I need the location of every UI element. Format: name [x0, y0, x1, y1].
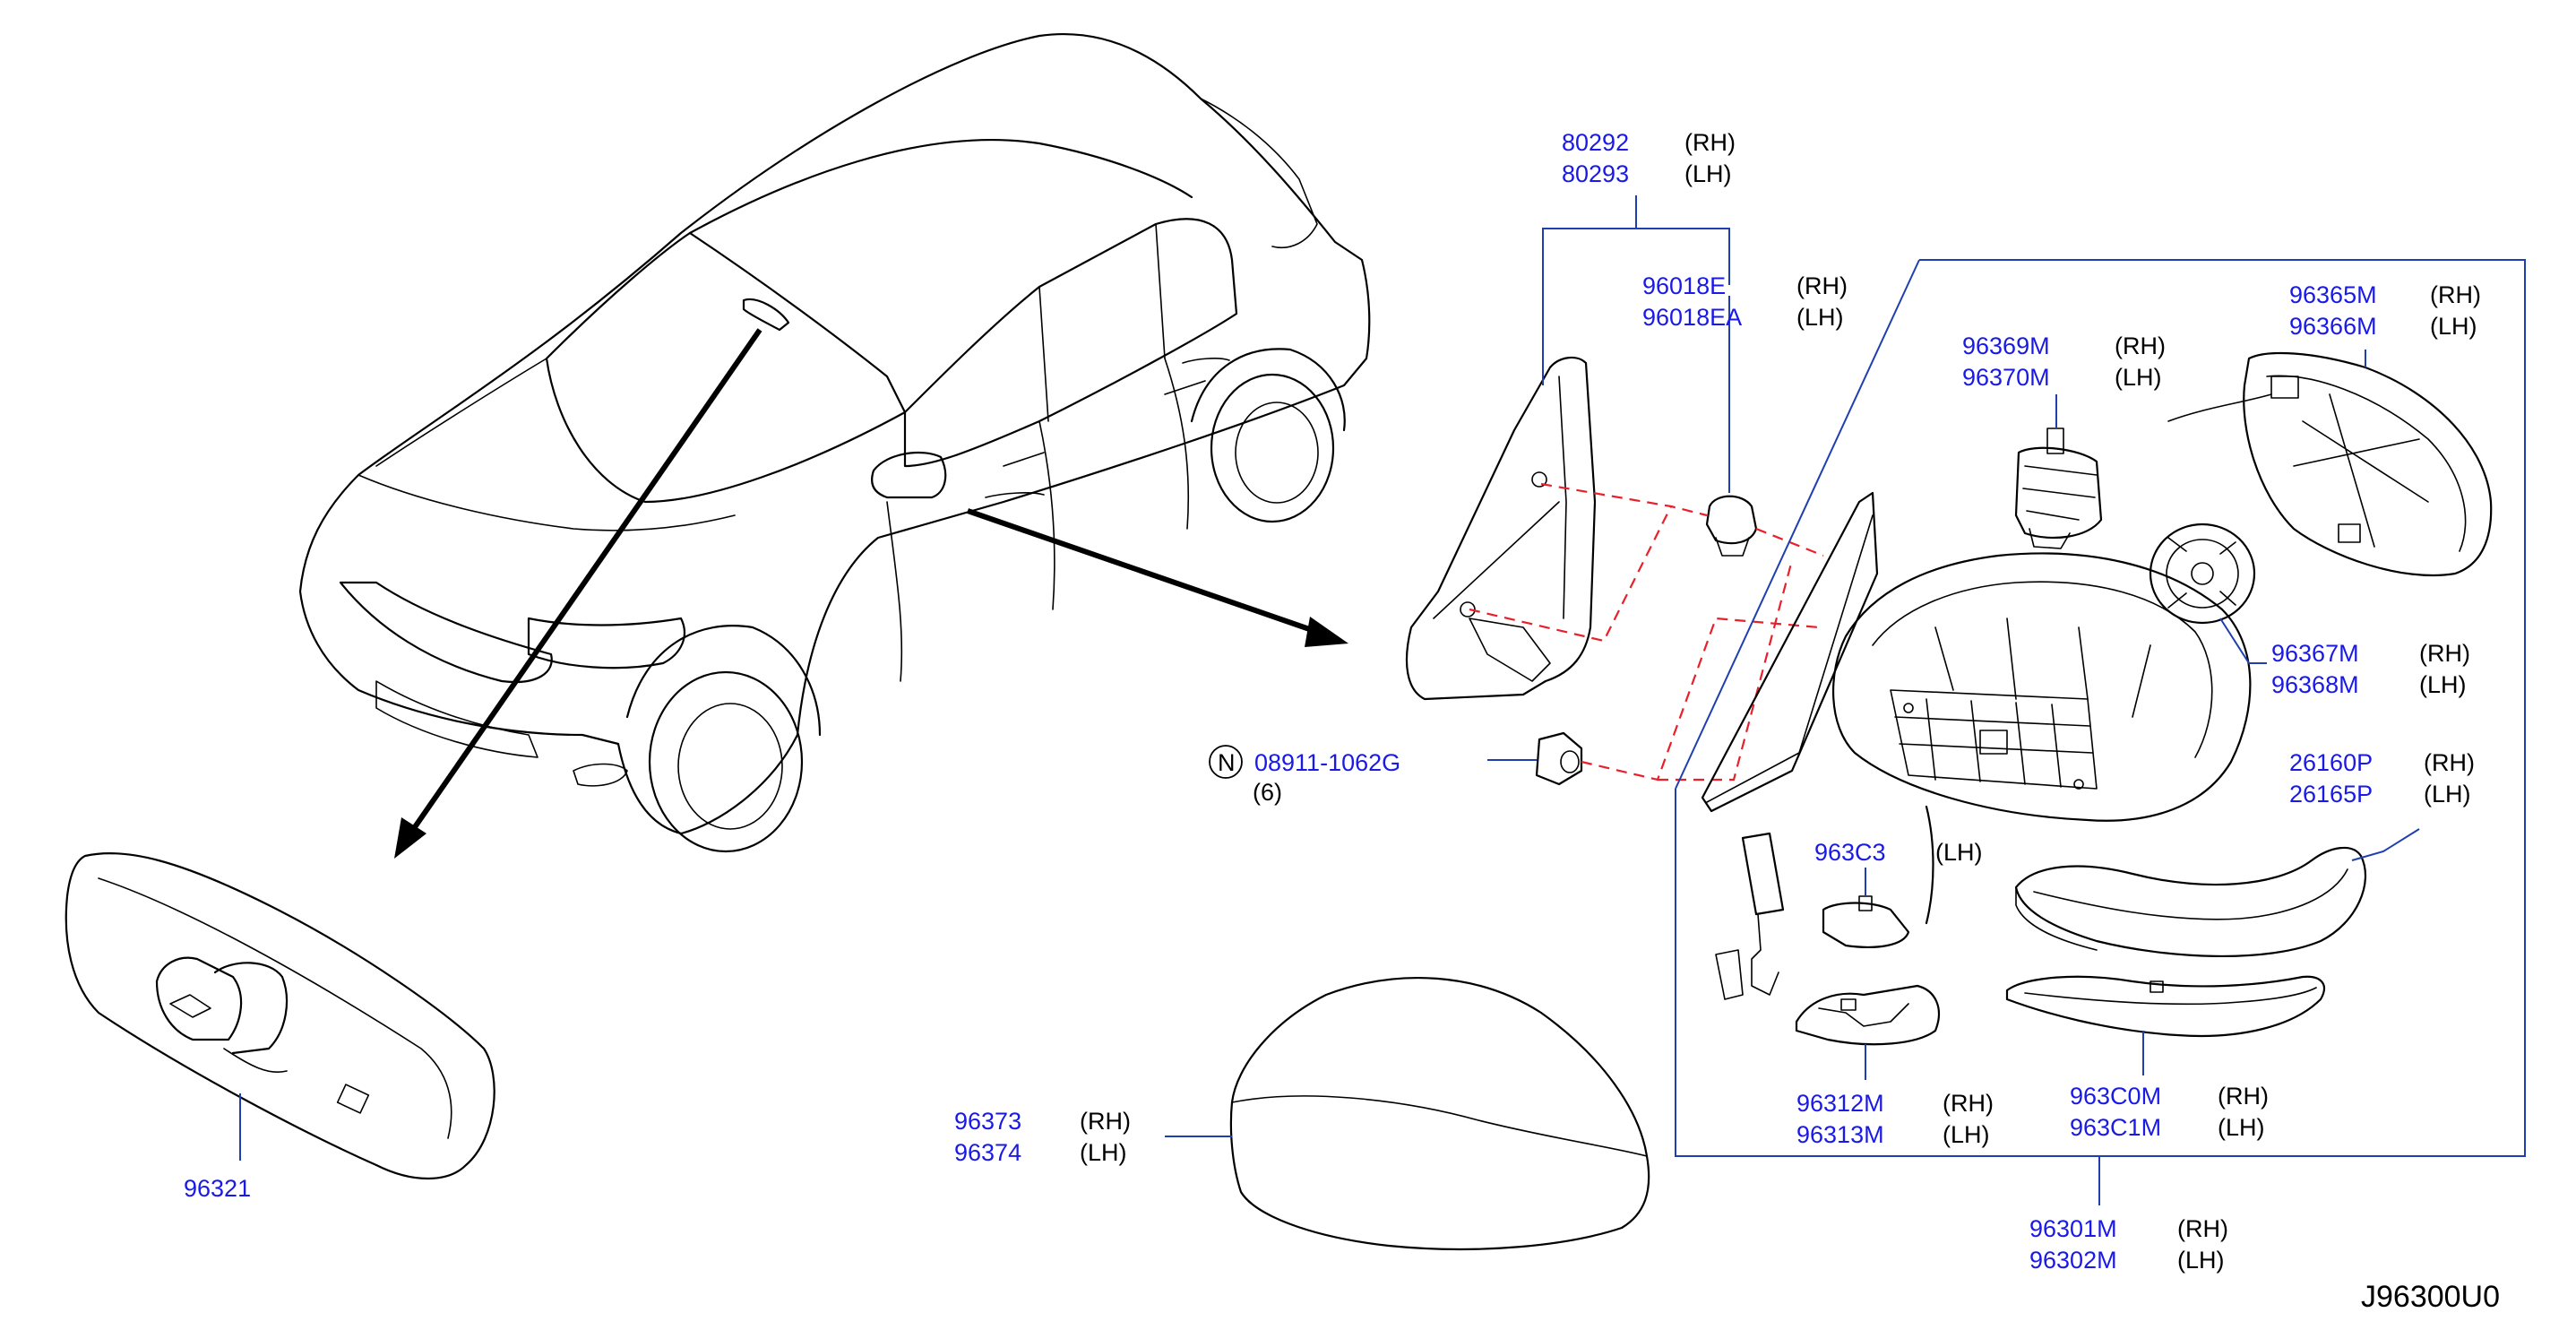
motor-lh-part-number: 96370M: [1962, 364, 2050, 391]
grommet-rh-part-number: 96018E: [1642, 272, 1726, 299]
motor-illustration: [2014, 394, 2103, 549]
actuator-lh-tag: (LH): [2419, 671, 2467, 698]
mirror-cover-illustration: [1165, 976, 1650, 1250]
lower-garnish-illustration: [2005, 975, 2325, 1075]
motor-lh-tag: (LH): [2115, 364, 2162, 391]
under-cover-lh-tag: (LH): [1943, 1121, 1990, 1148]
nut-symbol: N: [1218, 749, 1236, 776]
under-cover-rh-part-number: 96312M: [1796, 1090, 1884, 1117]
glass-lh-part-number: 96366M: [2289, 313, 2377, 340]
vehicle-illustration: [298, 32, 1371, 853]
motor-rh-tag: (RH): [2115, 332, 2166, 359]
cover-lh-tag: (LH): [1080, 1139, 1127, 1166]
under-cover-illustration: [1795, 984, 1940, 1080]
motor-rh-part-number: 96369M: [1962, 332, 2050, 359]
actuator-rh-tag: (RH): [2419, 640, 2470, 667]
diagram-code: J96300U0: [2361, 1280, 2500, 1314]
mirror-assy-lh-tag: (LH): [2177, 1247, 2225, 1274]
lower-garnish-lh-tag: (LH): [2218, 1114, 2265, 1141]
base-trim-illustration: [1405, 195, 1730, 701]
turn-lamp-rh-tag: (RH): [2424, 749, 2475, 776]
lower-garnish-lh-part-number: 963C1M: [2070, 1114, 2161, 1141]
glass-rh-tag: (RH): [2430, 281, 2481, 308]
inner-mirror-illustration: [65, 851, 495, 1179]
inner-mirror-part-number: 96321: [184, 1175, 251, 1202]
grommet-lh-tag: (LH): [1796, 304, 1844, 331]
nut-part-number: 08911-1062G: [1254, 749, 1400, 776]
base-trim-lh-part-number: 80293: [1562, 160, 1629, 187]
lamp-part-illustration: [1822, 868, 1910, 948]
nut-symbol-circle: [1209, 745, 1243, 779]
mirror-assy-rh-tag: (RH): [2177, 1215, 2228, 1242]
base-trim-lh-tag: (LH): [1684, 160, 1732, 187]
lamp-part-number: 963C3: [1814, 839, 1886, 866]
grommet-illustration: [1705, 296, 1758, 557]
under-cover-lh-part-number: 96313M: [1796, 1121, 1884, 1148]
turn-lamp-lh-part-number: 26165P: [2289, 781, 2373, 808]
turn-lamp-rh-part-number: 26160P: [2289, 749, 2373, 776]
cover-lh-part-number: 96374: [954, 1139, 1021, 1166]
nut-illustration: [1487, 731, 1583, 786]
lower-garnish-rh-part-number: 963C0M: [2070, 1083, 2161, 1110]
under-cover-rh-tag: (RH): [1943, 1090, 1994, 1117]
lower-garnish-rh-tag: (RH): [2218, 1083, 2269, 1110]
grommet-lh-part-number: 96018EA: [1642, 304, 1742, 331]
cover-rh-part-number: 96373: [954, 1108, 1021, 1135]
mirror-assy-lh-part-number: 96302M: [2029, 1247, 2117, 1274]
direction-arrows: [394, 328, 1348, 859]
actuator-illustration: [2149, 522, 2267, 664]
mirror-assy-frame: [1675, 259, 2526, 1205]
phantom-lines: [1469, 482, 1824, 782]
glass-rh-part-number: 96365M: [2289, 281, 2377, 308]
mirror-assy-rh-part-number: 96301M: [2029, 1215, 2117, 1242]
grommet-rh-tag: (RH): [1796, 272, 1848, 299]
actuator-rh-part-number: 96367M: [2271, 640, 2359, 667]
turn-lamp-illustration: [2014, 828, 2420, 958]
actuator-lh-part-number: 96368M: [2271, 671, 2359, 698]
turn-lamp-lh-tag: (LH): [2424, 781, 2471, 808]
mirror-housing-illustration: [1701, 491, 2252, 1000]
base-trim-rh-tag: (RH): [1684, 129, 1736, 156]
cover-rh-tag: (RH): [1080, 1108, 1131, 1135]
mirror-glass-illustration: [2167, 350, 2493, 577]
lamp-part-tag: (LH): [1935, 839, 1983, 866]
base-trim-rh-part-number: 80292: [1562, 129, 1629, 156]
nut-quantity: (6): [1253, 779, 1282, 806]
glass-lh-tag: (LH): [2430, 313, 2477, 340]
